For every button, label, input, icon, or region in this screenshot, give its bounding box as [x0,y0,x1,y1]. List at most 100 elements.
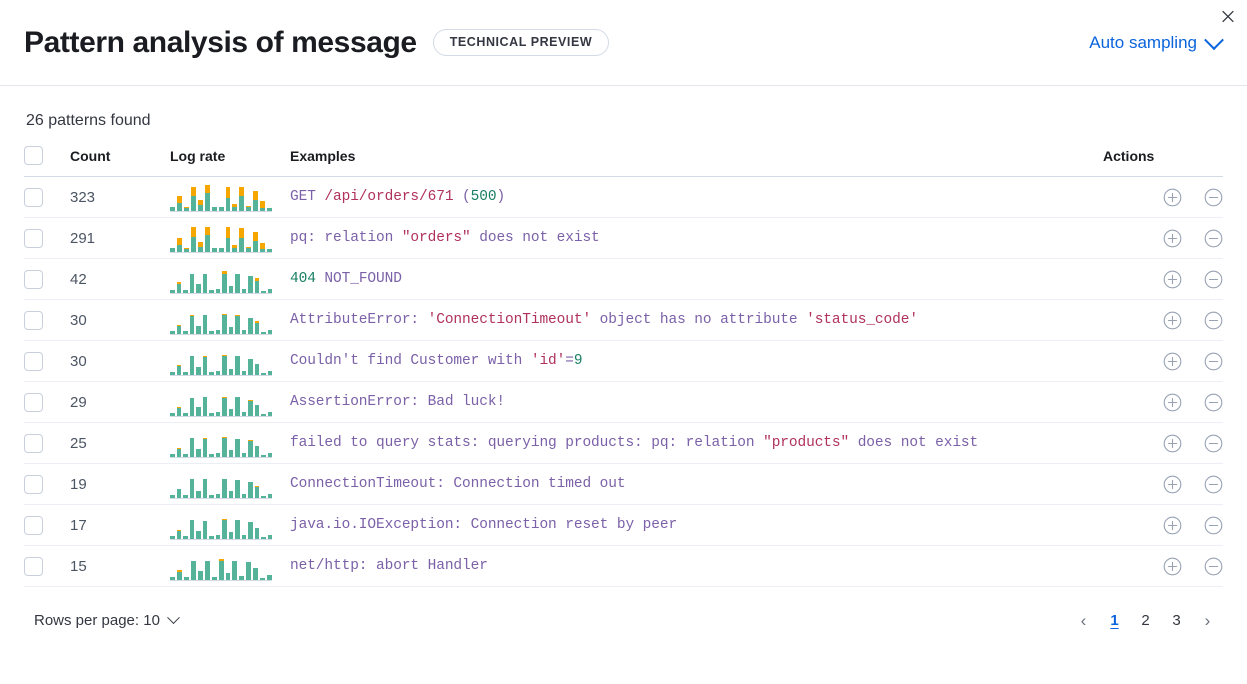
sparkline-bar [261,414,266,416]
sparkline-bar-base [176,284,181,293]
sparkline-bar-top [222,436,227,438]
column-header-log-rate[interactable]: Log rate [170,146,290,177]
sparkline-bar-base [183,290,188,293]
column-header-examples[interactable]: Examples [290,146,1103,177]
sparkline-bar-top [246,205,252,208]
filter-out-value-button[interactable] [1204,475,1223,494]
sparkline-bar-base [246,562,252,580]
row-checkbox[interactable] [24,351,43,371]
sparkline-bar-top [232,560,238,562]
row-log-rate-cell [170,504,290,546]
sparkline-bar [254,278,259,293]
sparkline-bar-base [248,401,253,416]
row-checkbox[interactable] [24,187,43,207]
sparkline-bar [196,367,201,375]
sparkline-bar-top [197,242,203,247]
circle-plus-icon [1163,352,1182,370]
sparkline-bar [267,288,272,293]
close-button[interactable] [1215,3,1241,29]
sparkline-bar [170,536,175,539]
sparkline-bar [209,454,214,457]
row-checkbox[interactable] [24,269,43,289]
filter-out-value-button[interactable] [1204,557,1223,576]
sparkline-bar-base [267,411,272,416]
log-rate-sparkline [170,510,272,540]
filter-for-value-button[interactable] [1163,188,1182,207]
filter-for-value-button[interactable] [1163,311,1182,330]
row-select-cell [24,545,70,587]
sparkline-bar-base [183,208,189,211]
sparkline-bar-top [222,270,227,274]
sparkline-bar [225,572,231,580]
row-checkbox[interactable] [24,392,43,412]
filter-for-value-button[interactable] [1163,475,1182,494]
circle-minus-icon [1204,516,1223,534]
row-checkbox[interactable] [24,556,43,576]
rows-per-page-button[interactable]: Rows per page: 10 [34,610,180,629]
sparkline-bar [228,531,233,539]
sparkline-bar-base [196,449,201,457]
sparkline-bar [254,320,259,334]
row-example-text: ConnectionTimeout: Connection timed out [290,463,1103,505]
filter-out-value-button[interactable] [1204,516,1223,535]
header-right-group: Auto sampling [1087,29,1224,57]
row-count: 30 [70,299,170,341]
sparkline-bar-top [202,396,207,398]
pagination-page-3[interactable]: 3 [1161,605,1192,635]
filter-for-value-button[interactable] [1163,434,1182,453]
row-checkbox[interactable] [24,515,43,535]
sparkline-bar-base [197,571,203,580]
sparkline-bar [253,190,259,211]
pagination-page-2[interactable]: 2 [1130,605,1161,635]
auto-sampling-button[interactable]: Auto sampling [1087,29,1224,57]
sparkline-bar-base [241,288,246,293]
select-all-checkbox[interactable] [24,146,43,165]
filter-for-value-button[interactable] [1163,229,1182,248]
sparkline-bar-base [202,397,207,416]
filter-for-value-button[interactable] [1163,557,1182,576]
sparkline-bar-base [197,246,203,252]
circle-plus-icon [1163,557,1182,575]
filter-out-value-button[interactable] [1204,393,1223,412]
row-actions-cell [1103,381,1223,423]
pagination-prev-button[interactable]: ‹ [1068,605,1099,635]
filter-out-value-button[interactable] [1204,434,1223,453]
filter-for-value-button[interactable] [1163,352,1182,371]
sparkline-bar [211,248,217,252]
filter-out-value-button[interactable] [1204,311,1223,330]
sparkline-bar [215,535,220,539]
sparkline-bar-base [211,577,217,580]
sparkline-bar-base [209,454,214,457]
column-header-count[interactable]: Count [70,146,170,177]
sparkline-bar [239,575,245,580]
sparkline-bar [218,558,224,580]
sparkline-bar [241,534,246,539]
filter-out-value-button[interactable] [1204,270,1223,289]
sparkline-bar-top [239,228,245,238]
row-count: 29 [70,381,170,423]
filter-for-value-button[interactable] [1163,516,1182,535]
filter-out-value-button[interactable] [1204,229,1223,248]
pagination-page-1[interactable]: 1 [1099,605,1130,635]
log-rate-sparkline [170,182,273,212]
sparkline-bar-base [176,449,181,457]
row-checkbox[interactable] [24,433,43,453]
filter-out-value-button[interactable] [1204,188,1223,207]
row-example-text: failed to query stats: querying products… [290,422,1103,464]
row-checkbox[interactable] [24,228,43,248]
example-token: ) [496,189,506,205]
sparkline-bar [239,228,245,252]
sparkline-bar-base [267,452,272,457]
filter-for-value-button[interactable] [1163,393,1182,412]
sparkline-bar-base [189,274,194,293]
row-checkbox[interactable] [24,310,43,330]
row-checkbox[interactable] [24,474,43,494]
filter-for-value-button[interactable] [1163,270,1182,289]
sparkline-bar-top [222,518,227,520]
sparkline-bar [260,243,266,252]
pagination-next-button[interactable]: › [1192,605,1223,635]
circle-minus-icon [1204,270,1223,288]
filter-out-value-button[interactable] [1204,352,1223,371]
circle-minus-icon [1204,434,1223,452]
